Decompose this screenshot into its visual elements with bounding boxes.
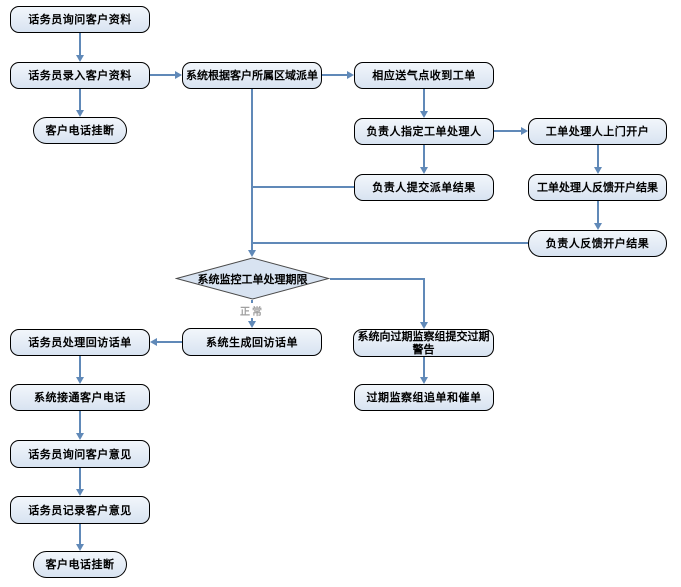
- edge-record-to-hangup: [79, 524, 81, 544]
- node-overdue-warning: 系统向过期监察组提交过期 警告: [353, 329, 494, 357]
- arrowhead-down: [419, 377, 428, 384]
- node-leader-feedback-result: 负责人反馈开户结果: [528, 230, 667, 257]
- arrowhead-down: [247, 321, 256, 328]
- edge-station-to-assign: [423, 89, 425, 111]
- arrowhead-down: [75, 377, 84, 384]
- edge-ask-to-enter: [79, 33, 81, 55]
- edge-handle-to-connect: [79, 356, 81, 377]
- node-connect-customer-call: 系统接通客户电话: [10, 384, 150, 411]
- arrowhead-down: [75, 110, 84, 117]
- arrowhead-down: [75, 433, 84, 440]
- node-handler-feedback-result: 工单处理人反馈开户结果: [528, 174, 667, 201]
- arrowhead-down: [593, 223, 602, 230]
- arrowhead-down: [75, 489, 84, 496]
- edge-connect-to-ask: [79, 411, 81, 433]
- node-overdue-chase-order: 过期监察组追单和催单: [354, 384, 494, 411]
- node-submit-dispatch-result: 负责人提交派单结果: [354, 174, 494, 201]
- diamond-label: 系统监控工单处理期限: [197, 272, 308, 286]
- node-enter-customer-info: 话务员录入客户资料: [10, 62, 150, 89]
- edge-feedback-to-leader: [597, 201, 599, 223]
- node-gas-station-receive-order: 相应送气点收到工单: [354, 62, 494, 89]
- diamond-shape: [175, 257, 330, 300]
- edge-assign-to-onsite: [494, 130, 521, 132]
- edge-decision-down-to-warning: [423, 278, 425, 323]
- node-handler-onsite-open-account: 工单处理人上门开户: [528, 118, 667, 145]
- edge-dispatch-to-station: [322, 74, 347, 76]
- arrowhead-down: [419, 322, 428, 329]
- edge-dispatch-to-decision: [251, 89, 253, 250]
- node-ask-customer-opinion: 话务员询问客户意见: [10, 440, 150, 468]
- node-dispatch-by-region: 系统根据客户所属区域派单: [182, 62, 322, 89]
- arrowhead-down: [247, 250, 256, 257]
- node-monitor-work-order-deadline: 系统监控工单处理期限: [175, 257, 330, 300]
- arrowhead-left: [150, 337, 157, 346]
- edge-enter-to-dispatch: [150, 74, 175, 76]
- edge-submit-to-trunk: [252, 186, 354, 188]
- node-ask-customer-info: 话务员询问客户资料: [10, 6, 150, 33]
- node-assign-order-handler: 负责人指定工单处理人: [354, 118, 494, 145]
- edge-generate-to-handle: [157, 341, 182, 343]
- arrowhead-right: [175, 70, 182, 79]
- edge-leader-to-trunk: [252, 242, 528, 244]
- arrowhead-down: [75, 544, 84, 551]
- edge-decision-right: [330, 278, 424, 280]
- arrowhead-down: [75, 55, 84, 62]
- arrowhead-down: [419, 167, 428, 174]
- edge-warning-to-chase: [423, 357, 425, 377]
- edge-onsite-to-feedback: [597, 145, 599, 167]
- arrowhead-down: [593, 167, 602, 174]
- edge-ask-to-record: [79, 468, 81, 489]
- node-customer-hangup-bottom: 客户电话挂断: [33, 551, 127, 578]
- edge-label-normal: 正常: [236, 303, 268, 318]
- node-generate-callback-ticket: 系统生成回访话单: [182, 328, 322, 356]
- arrowhead-down: [419, 111, 428, 118]
- arrowhead-right: [521, 126, 528, 135]
- arrowhead-right: [347, 70, 354, 79]
- node-customer-hangup-top: 客户电话挂断: [33, 117, 127, 144]
- node-record-customer-opinion: 话务员记录客户意见: [10, 496, 150, 524]
- node-handle-callback-ticket: 话务员处理回访话单: [10, 329, 150, 356]
- edge-enter-to-hangup: [79, 89, 81, 110]
- edge-assign-to-submit: [423, 145, 425, 167]
